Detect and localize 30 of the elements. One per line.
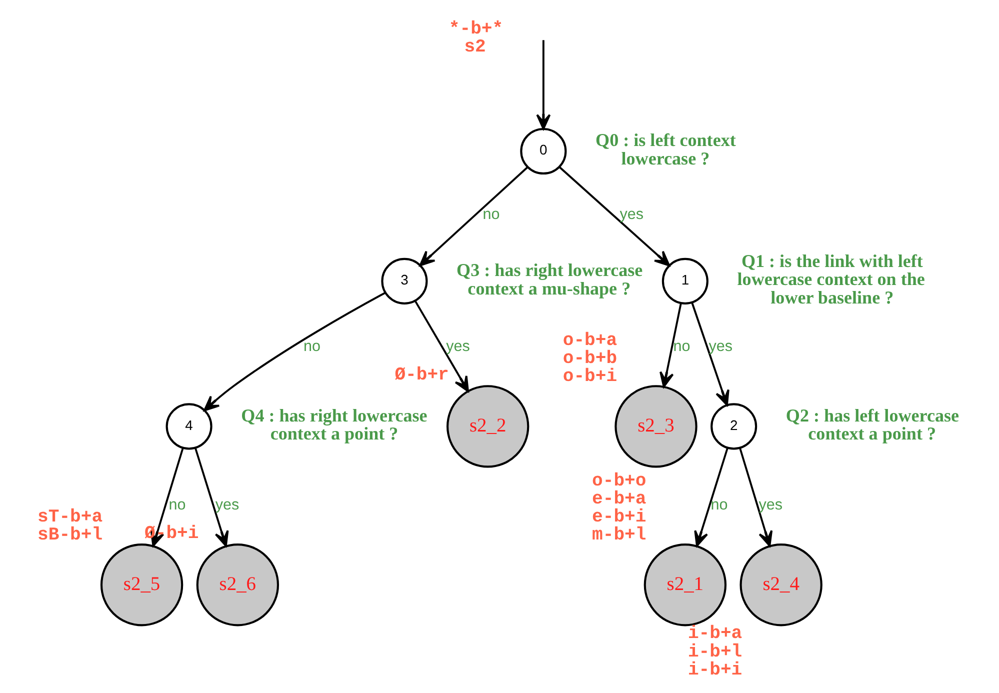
- node-label: sB-b+l: [37, 526, 102, 546]
- node-label: i-b+i: [687, 660, 742, 680]
- edge-label: yes: [708, 338, 732, 356]
- edge-label: no: [672, 338, 690, 356]
- node-label: o-b+a: [562, 330, 617, 351]
- node-label: e-b+a: [592, 489, 646, 510]
- node-label: i-b+l: [687, 642, 742, 662]
- edge-label: no: [168, 496, 186, 514]
- node-label: e-b+i: [592, 507, 646, 528]
- node-label: Q1 : is the link with left lowercase context on the lower baseline ?: [736, 251, 924, 308]
- node-label: m-b+l: [592, 526, 646, 546]
- node-label: o-b+o: [592, 471, 646, 492]
- edge-label: no: [303, 338, 320, 356]
- edge-label: yes: [619, 206, 644, 224]
- node-label: Q3 : has right lowercase context a mu-shape ?: [456, 260, 642, 298]
- node-label: Q4 : has right lowercase context a point ?: [240, 405, 427, 444]
- node-label: o-b+b: [562, 349, 617, 370]
- node-label: Q0 : is left context lowercase ?: [595, 130, 736, 168]
- node-label: o-b+i: [562, 367, 617, 388]
- edge-label: yes: [214, 496, 239, 514]
- node-label: Ø-b+r: [394, 366, 448, 386]
- edge-label: yes: [446, 338, 470, 356]
- edge-label: no: [710, 496, 728, 514]
- node-label: i-b+a: [687, 624, 742, 644]
- node-label: Q2 : has left lowercase context a point ?: [785, 405, 959, 444]
- edge-label: no: [482, 206, 500, 224]
- label: s2: [464, 38, 486, 58]
- node-label: sT-b+a: [37, 507, 102, 528]
- label: *-b+*: [448, 20, 503, 40]
- edge-label: yes: [758, 496, 782, 514]
